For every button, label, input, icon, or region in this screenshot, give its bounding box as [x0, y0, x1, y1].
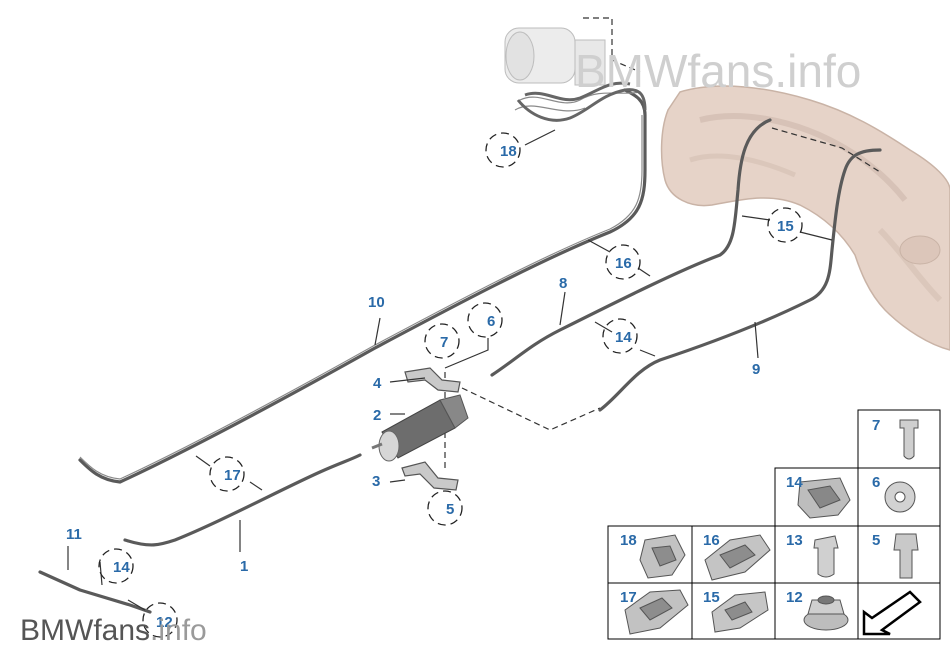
- table-label-13: 13: [786, 532, 803, 549]
- pipes: [38, 88, 882, 614]
- callout-11: 11: [66, 526, 82, 543]
- watermark-bottom-main: BMWfans: [20, 614, 151, 647]
- callout-15: 15: [777, 218, 794, 235]
- callout-16: 16: [615, 255, 632, 272]
- callout-14-upper: 14: [615, 329, 632, 346]
- watermark-bottom-suffix: .info: [150, 614, 207, 647]
- table-label-18: 18: [620, 532, 637, 549]
- callout-10: 10: [368, 294, 385, 311]
- part-13-sleeve: [813, 535, 839, 578]
- table-label-7: 7: [872, 417, 880, 434]
- part-thumbnails: [624, 419, 922, 636]
- part-7-insert-nut: [899, 419, 919, 460]
- part-15-clip: [711, 591, 769, 633]
- pipe-highlights: [79, 91, 643, 480]
- table-label-12: 12: [786, 589, 803, 606]
- table-label-6: 6: [872, 474, 880, 491]
- watermark-bottom: BMWfans.info: [20, 614, 207, 648]
- callout-14-lower: 14: [113, 559, 130, 576]
- callout-5: 5: [446, 501, 454, 518]
- fuel-filter: [371, 394, 469, 462]
- table-label-16: 16: [703, 532, 720, 549]
- filter-brackets: [401, 367, 461, 491]
- part-18-clip: [639, 534, 686, 579]
- part-16-clip: [704, 534, 771, 581]
- table-label-5: 5: [872, 532, 880, 549]
- parts-table-labels: 7 14 6 18 16 13 5 17 15 12: [620, 417, 880, 606]
- callout-9: 9: [752, 361, 760, 378]
- table-label-15: 15: [703, 589, 720, 606]
- callout-1: 1: [240, 558, 248, 575]
- callout-circles: [98, 132, 803, 638]
- watermark-top: BMWfans.info: [575, 45, 862, 97]
- callout-17: 17: [224, 467, 241, 484]
- part-6-washer: [884, 481, 916, 513]
- callout-7: 7: [440, 334, 448, 351]
- part-5-bolt: [893, 533, 919, 579]
- part-17-clip: [624, 589, 689, 635]
- canister-hoses: [516, 81, 647, 122]
- callout-12: 12: [156, 614, 173, 631]
- parts-table: [607, 409, 941, 640]
- part-14-clip: [797, 477, 851, 519]
- carbon-canister: [504, 27, 606, 86]
- table-label-17: 17: [620, 589, 637, 606]
- callout-6: 6: [487, 313, 495, 330]
- callout-18: 18: [500, 143, 517, 160]
- callout-2: 2: [373, 407, 381, 424]
- direction-arrow-icon: [862, 590, 922, 636]
- callout-3: 3: [372, 473, 380, 490]
- callout-8: 8: [559, 275, 567, 292]
- callout-4: 4: [373, 375, 382, 392]
- part-12-nut: [803, 595, 849, 631]
- fuel-tank: [660, 85, 950, 351]
- table-label-14: 14: [786, 474, 803, 491]
- callout-labels: 18 16 8 6 7 14 15 9 10 4 2 3 5 17 1 11 1…: [66, 143, 794, 631]
